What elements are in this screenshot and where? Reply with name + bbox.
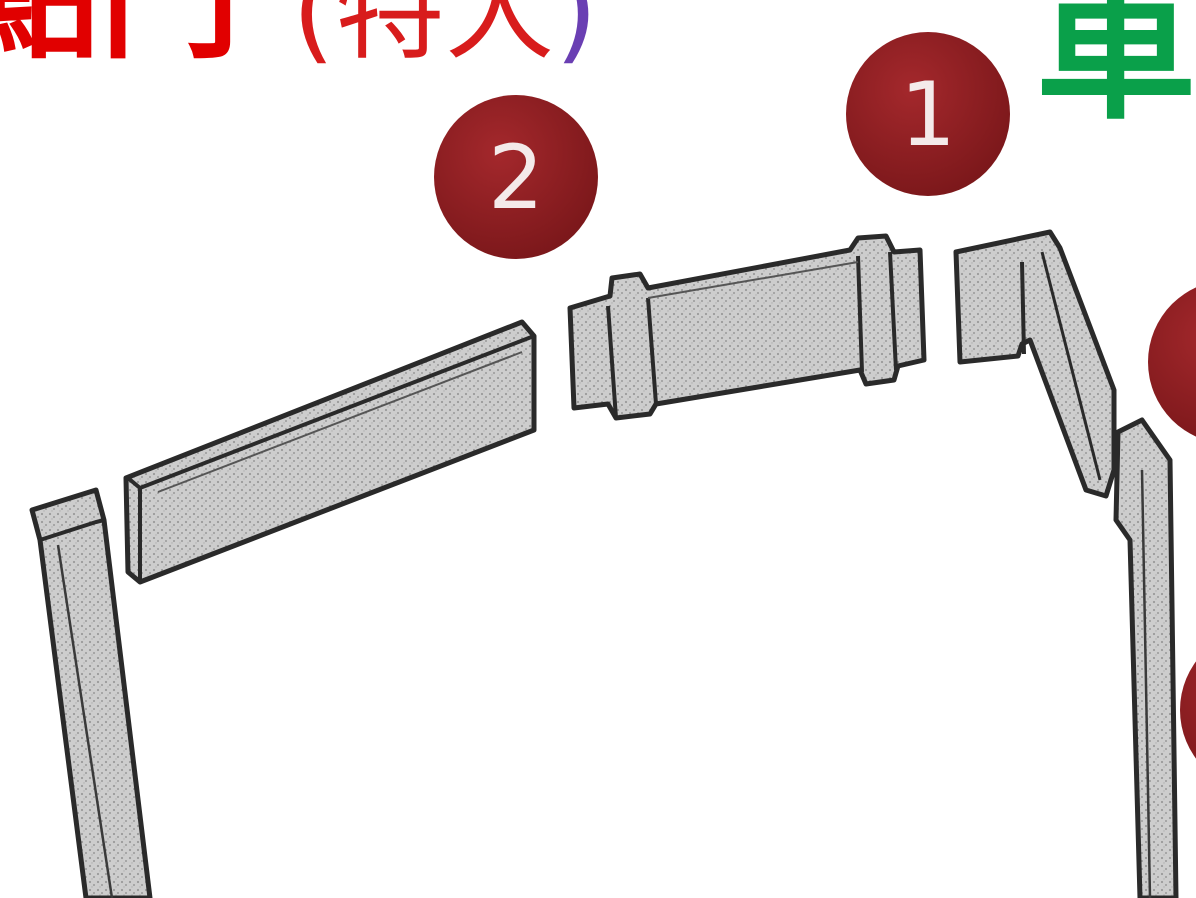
- heading-left-text: 點門: [0, 0, 240, 68]
- barrier-right-post: [953, 229, 1179, 898]
- paren-close: ): [554, 0, 598, 75]
- barrier-left-post: [29, 487, 153, 898]
- part-marker-right-partial: 1: [1148, 287, 1196, 437]
- part-marker-1-label: 1: [900, 63, 956, 166]
- heading-right-text: 車: [1036, 0, 1196, 141]
- paren-open: (: [292, 0, 335, 75]
- part-marker-2-label: 2: [488, 126, 544, 229]
- heading-paren-group: (特大): [292, 0, 598, 66]
- part-marker-right-lower-partial: [1180, 661, 1196, 759]
- barrier-bar-left: [123, 319, 537, 585]
- part-marker-1: 1: [846, 32, 1010, 196]
- barrier-bar-center: [567, 233, 927, 421]
- heading-paren-text: 特大: [334, 0, 555, 75]
- part-marker-2: 2: [434, 95, 598, 259]
- part-marker-right-partial-label: 1: [1188, 312, 1196, 415]
